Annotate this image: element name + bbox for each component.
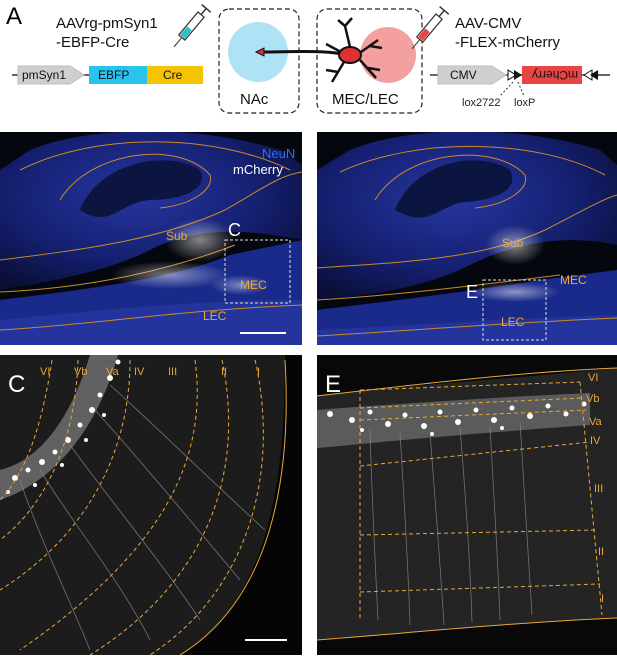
roi-box-e [482,279,547,341]
syringe-icon-left [173,4,212,48]
lec-label-d: LEC [501,315,525,329]
cmv-promoter: CMV [437,65,507,85]
lox2722-label: lox2722 [462,97,501,109]
svg-text:CMV: CMV [450,68,477,82]
mec-label-b: MEC [240,278,267,292]
panel-letter-e: E [325,371,341,398]
panel-d-micrograph: D Sub MEC LEC E [317,132,617,345]
lox-sites-left [507,69,522,81]
layer-label-e-ii: II [598,546,604,558]
cre-gene: Cre [147,66,203,84]
retro-virus-label-line1: AAVrg-pmSyn1 [56,15,158,32]
roi-letter-c: C [228,220,241,240]
panel-e-micrograph: E VI Vb Va IV III II I [317,355,617,655]
projection-neuron-icon [254,17,383,83]
syringe-icon-right [411,6,450,50]
panel-b-micrograph: B NeuN mCherry Sub MEC LEC C [0,132,302,345]
cre-virus-label-line1: AAV-CMV [455,15,521,32]
panel-a-schematic: A AAVrg-pmSyn1 -EBFP-Cre pmSyn1 EBFP Cre [6,3,610,114]
lox-sites-right [583,69,598,81]
labeled-neurons-c [6,359,121,494]
layer-label-c-vi: VI [40,366,50,378]
pmsyn1-promoter: pmSyn1 [17,65,85,85]
sub-label-d: Sub [502,236,524,250]
layer-label-e-iv: IV [590,435,601,447]
panel-letter-a: A [6,3,22,30]
roi-letter-e: E [466,282,478,302]
layer-label-c-va: Va [106,366,120,378]
layer-label-e-i: I [601,593,604,605]
mec-lec-label: MEC/LEC [332,91,399,108]
retro-virus-label-line2: -EBFP-Cre [56,34,129,51]
svg-text:mCherry: mCherry [532,68,578,82]
layer-label-c-ii: II [221,366,227,378]
cre-virus-label-line2: -FLEX-mCherry [455,34,561,51]
layer-label-e-vi: VI [588,372,598,384]
loxp-label: loxP [514,97,535,109]
mec-label-d: MEC [560,273,587,287]
layer-label-e-iii: III [594,483,603,495]
ebfp-gene: EBFP [89,66,147,84]
panel-letter-c: C [8,371,25,398]
svg-text:pmSyn1: pmSyn1 [22,68,66,82]
layer-label-e-va: Va [589,416,603,428]
mec-lec-region [360,27,416,83]
lec-label-b: LEC [203,309,227,323]
layer-label-c-iii: III [168,366,177,378]
layer-label-c-iv: IV [134,366,145,378]
layer-label-e-vb: Vb [586,393,599,405]
svg-text:EBFP: EBFP [98,68,129,82]
mcherry-gene-inverted: mCherry [522,66,582,84]
nac-label: NAc [240,91,269,108]
neun-label: NeuN [262,146,295,161]
sub-label-b: Sub [166,229,188,243]
mcherry-label-b: mCherry [233,162,283,177]
svg-text:Cre: Cre [163,68,183,82]
layer-label-c-i: I [257,366,260,378]
layer-label-c-vb: Vb [74,366,87,378]
panel-c-micrograph: C VI Vb Va IV III II I [0,355,302,655]
roi-box-c [224,239,291,304]
labeled-neurons-e [327,401,587,436]
